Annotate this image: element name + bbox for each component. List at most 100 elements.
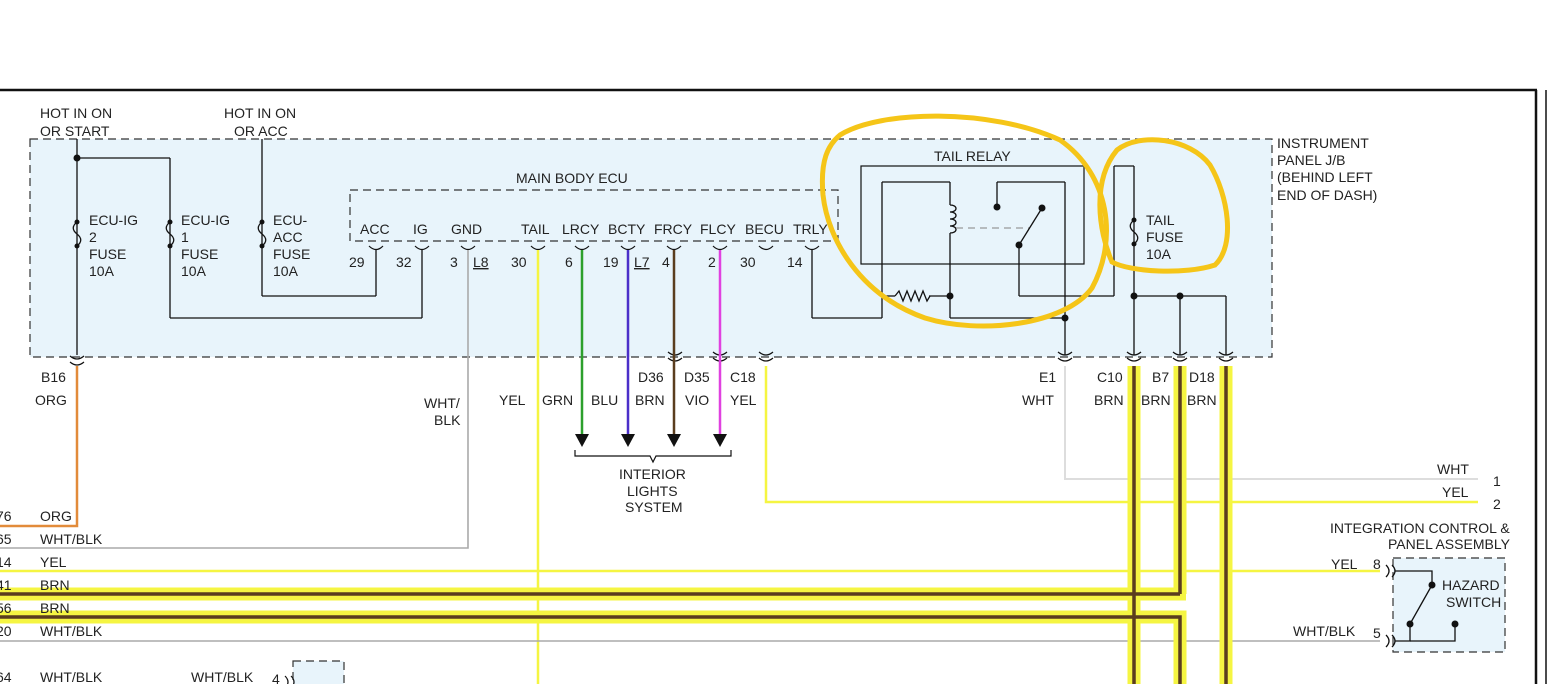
conn-e1: E1	[1039, 369, 1056, 385]
feed-hot-acc-2: OR ACC	[234, 123, 288, 139]
conn-b16: B16	[41, 369, 66, 385]
interior-1: INTERIOR	[619, 466, 686, 482]
icp-whtblk: WHT/BLK	[1293, 623, 1356, 639]
highlight-circle-fuse	[1097, 137, 1230, 274]
fuse-tail-3: 10A	[1146, 246, 1172, 262]
junction-dot	[73, 154, 81, 162]
fuse-ig2-2: 2	[89, 229, 97, 245]
bottom-connector	[284, 675, 295, 684]
feed-hot-acc-1: HOT IN ON	[224, 105, 296, 121]
fuse-acc-1: ECU-	[273, 212, 308, 228]
icp-title-2: PANEL ASSEMBLY	[1388, 536, 1511, 552]
jb-title-1: INSTRUMENT	[1277, 135, 1369, 151]
ecu-connector-arcs	[368, 245, 820, 251]
left-row-lbl-2: YEL	[40, 554, 67, 570]
fuse-acc-4: 10A	[273, 263, 299, 279]
wire-brn-c10: BRN	[1094, 392, 1124, 408]
left-row-num-3: 41	[0, 577, 12, 593]
left-row-num-6: 64	[0, 669, 12, 684]
fuse-ig1-2: 1	[181, 229, 189, 245]
fuse-tail-1: TAIL	[1146, 212, 1175, 228]
wire-brn-d18: BRN	[1187, 392, 1217, 408]
left-row-num-2: 14	[0, 554, 12, 570]
wire-vio: VIO	[685, 392, 709, 408]
wire-whtblk-1: WHT/	[424, 395, 460, 411]
hazard-switch-1: HAZARD	[1442, 577, 1500, 593]
bottom-whtblk: WHT/BLK	[191, 669, 254, 684]
bottom-pin4: 4	[272, 671, 280, 684]
jb-title-3: (BEHIND LEFT	[1277, 169, 1373, 185]
right-pin2: 2	[1493, 496, 1501, 512]
hazard-switch-dots	[1406, 581, 1459, 628]
ecu-term-lrcy: LRCY	[562, 221, 600, 237]
jb-title-2: PANEL J/B	[1277, 152, 1345, 168]
left-row-lbl-1: WHT/BLK	[40, 531, 103, 547]
tail-relay-box	[860, 165, 1085, 265]
ecu-pin-trly: 14	[787, 254, 803, 270]
ecu-term-becu: BECU	[745, 221, 784, 237]
highlighted-brn-wires	[0, 366, 1233, 684]
wire-org: ORG	[35, 392, 67, 408]
left-row-lbl-0: ORG	[40, 508, 72, 524]
ecu-term-flcy: FLCY	[700, 221, 736, 237]
hazard-switch-symbol	[1385, 564, 1456, 648]
icp-box	[1392, 557, 1506, 653]
right-yel: YEL	[1442, 484, 1469, 500]
interior-brace	[574, 450, 732, 464]
conn-b7: B7	[1152, 369, 1169, 385]
fuse-acc-2: ACC	[273, 229, 303, 245]
ecu-term-trly: TRLY	[793, 221, 828, 237]
ecu-conn-bcty: L7	[634, 254, 650, 270]
icp-pin5: 5	[1373, 625, 1381, 641]
conn-d18: D18	[1189, 369, 1215, 385]
interior-arrows	[575, 434, 727, 447]
conn-d35: D35	[684, 369, 710, 385]
left-row-num-5: 20	[0, 623, 12, 639]
ecu-term-tail: TAIL	[521, 221, 550, 237]
left-row-lbl-6: WHT/BLK	[40, 669, 103, 684]
fuse-tail-2: FUSE	[1146, 229, 1183, 245]
fuse-ig1-3: FUSE	[181, 246, 218, 262]
fuse-ig2-3: FUSE	[89, 246, 126, 262]
wire-whtblk-2: BLK	[434, 412, 461, 428]
wire-wht: WHT	[1022, 392, 1054, 408]
ecu-term-ig: IG	[413, 221, 428, 237]
fuse-ig1-1: ECU-IG	[181, 212, 230, 228]
wire-yel-c18: YEL	[730, 392, 757, 408]
left-row-num-4: 56	[0, 600, 12, 616]
highlight-circle-relay	[819, 113, 1109, 329]
ecu-pin-acc: 29	[349, 254, 365, 270]
bottom-component	[292, 660, 345, 684]
ecu-term-bcty: BCTY	[608, 221, 646, 237]
wire-brn-b7: BRN	[1141, 392, 1171, 408]
conn-d36: D36	[638, 369, 664, 385]
ecu-pin-ig: 32	[396, 254, 412, 270]
ecu-term-acc: ACC	[360, 221, 390, 237]
tail-relay-title: TAIL RELAY	[934, 148, 1011, 164]
fuse-dots	[74, 217, 1137, 249]
fuse-ig1-4: 10A	[181, 263, 207, 279]
interior-3: SYSTEM	[625, 499, 683, 515]
conn-c10: C10	[1097, 369, 1123, 385]
ecu-pin-becu: 30	[740, 254, 756, 270]
wire-blu: BLU	[591, 392, 618, 408]
wire-yel: YEL	[499, 392, 526, 408]
fuse-ig2-1: ECU-IG	[89, 212, 138, 228]
left-row-num-0: 76	[0, 508, 12, 524]
ecu-title: MAIN BODY ECU	[516, 170, 628, 186]
icp-pin8: 8	[1373, 556, 1381, 572]
feed-hot-start-2: OR START	[40, 123, 110, 139]
ecu-pin-bcty: 19	[603, 254, 619, 270]
wire-grn: GRN	[542, 392, 573, 408]
ecu-pin-tail: 30	[511, 254, 527, 270]
icp-title-1: INTEGRATION CONTROL &	[1330, 520, 1510, 536]
wire-brn: BRN	[635, 392, 665, 408]
conn-c18: C18	[730, 369, 756, 385]
ecu-pin-lrcy: 6	[565, 254, 573, 270]
fuse-acc-3: FUSE	[273, 246, 310, 262]
feed-hot-start-1: HOT IN ON	[40, 105, 112, 121]
left-row-lbl-3: BRN	[40, 577, 70, 593]
left-row-lbl-4: BRN	[40, 600, 70, 616]
interior-2: LIGHTS	[627, 483, 678, 499]
